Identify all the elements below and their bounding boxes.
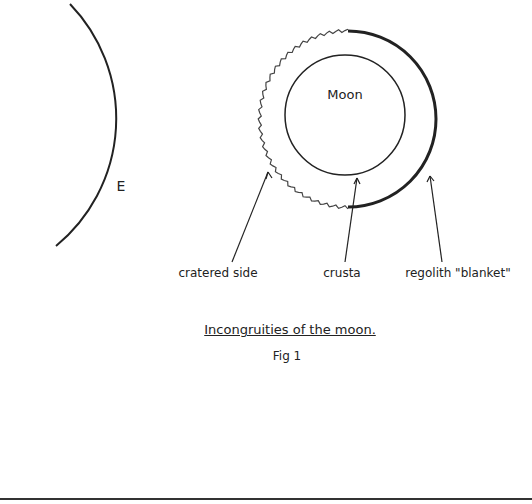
leader-line xyxy=(232,172,268,262)
part-label: cratered side xyxy=(178,266,257,280)
moon-circle: Moon xyxy=(285,55,405,175)
node-label: Moon xyxy=(327,87,362,103)
part-label: regolith "blanket" xyxy=(405,266,510,280)
node-label: E xyxy=(117,178,126,195)
leader-line xyxy=(430,176,442,262)
part-label: crusta xyxy=(323,266,360,280)
figure-caption: Incongruities of the moon. xyxy=(204,322,376,338)
leader-line xyxy=(345,178,357,262)
page-rule xyxy=(0,498,532,500)
earth-shape: E xyxy=(0,0,150,250)
earth-arc xyxy=(56,4,116,246)
crust-circle xyxy=(285,55,405,175)
leader-head xyxy=(427,176,434,182)
leader-head xyxy=(354,178,360,184)
figure-number: Fig 1 xyxy=(273,349,301,363)
leader-head xyxy=(266,172,272,179)
